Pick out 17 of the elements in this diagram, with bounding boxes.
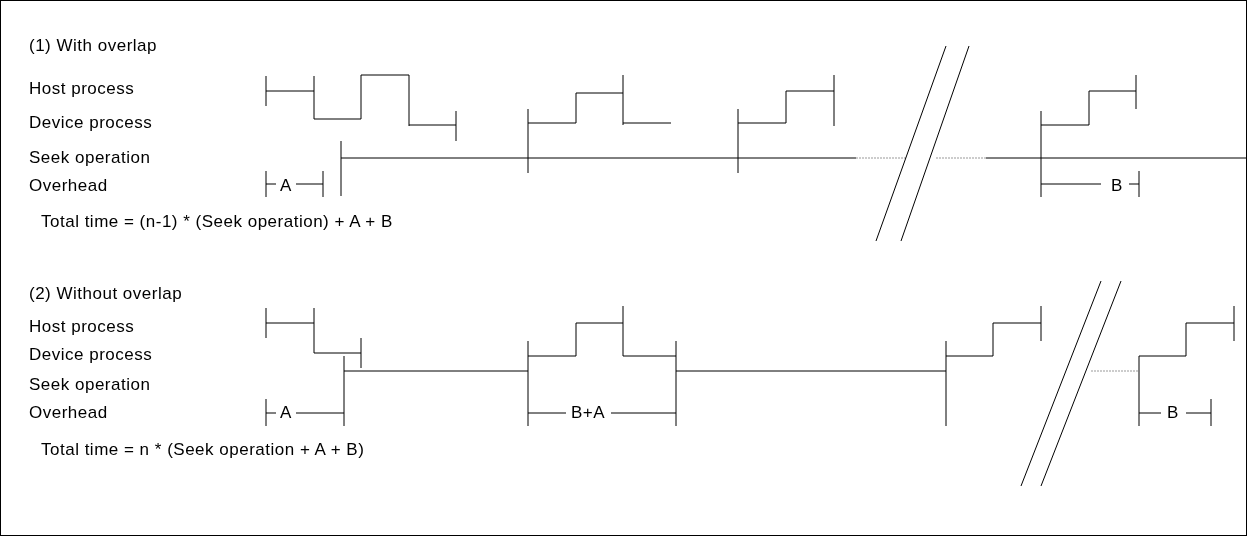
formula-text: Total time = n * (Seek operation + A + B) [41,440,365,460]
dimension-label: B+A [571,403,606,423]
signal-name: Device process [29,113,153,133]
formula-text: Total time = (n-1) * (Seek operation) + A + B [41,212,393,232]
signal-name: Seek operation [29,148,151,168]
signal-name: Overhead [29,403,108,423]
panel-heading: (1) With overlap [29,36,157,56]
dimension-label: B [1111,176,1123,196]
signal-name: Seek operation [29,375,151,395]
dimension-label: A [280,403,292,423]
panel-heading: (2) Without overlap [29,284,183,304]
dimension-label: B [1167,403,1179,423]
signal-name: Host process [29,79,135,99]
signal-name: Device process [29,345,153,365]
signal-name: Overhead [29,176,108,196]
dimension-label: A [280,176,292,196]
signal-name: Host process [29,317,135,337]
